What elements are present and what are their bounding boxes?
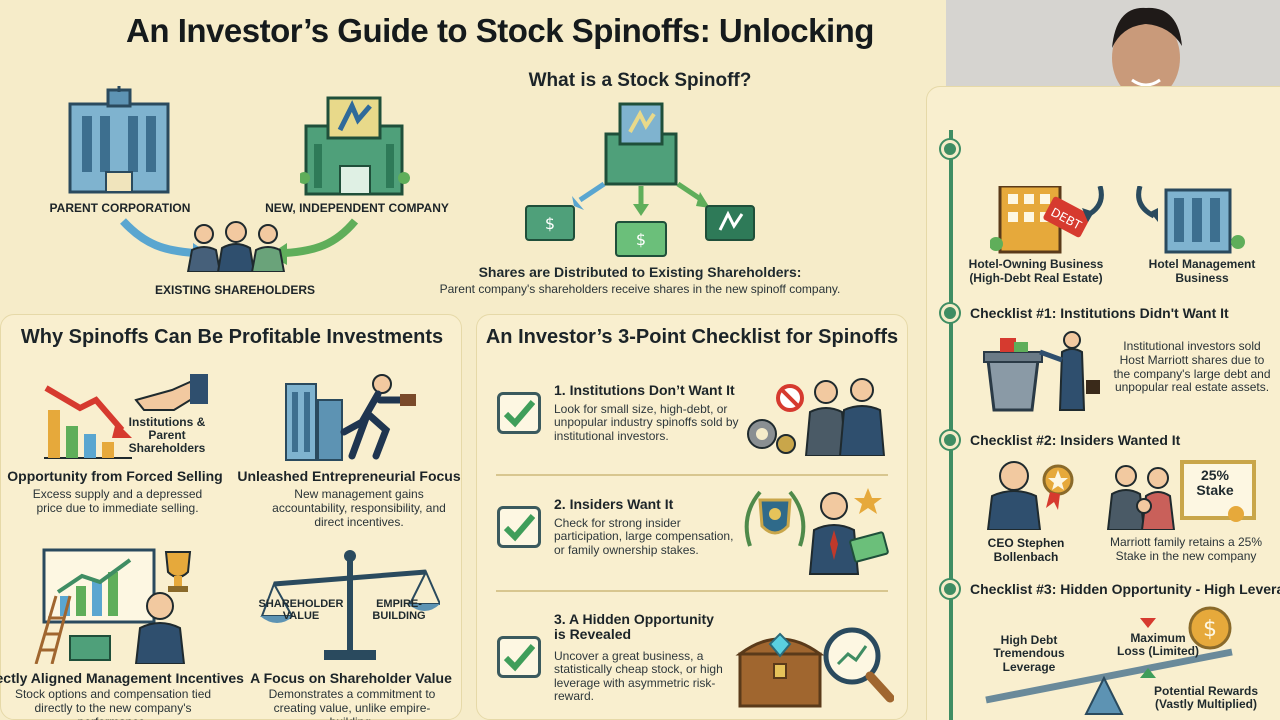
trash-bin-investor-icon [983, 331, 1100, 412]
why-item-3-title: Directly Aligned Management Incentives [0, 670, 244, 686]
case-check1-desc: Institutional investors sold Host Marrio… [1113, 339, 1271, 395]
svg-text:$: $ [1203, 617, 1217, 642]
checklist-divider [496, 590, 888, 592]
treasure-chest-icon [735, 627, 894, 708]
checkmark-icon [503, 514, 535, 542]
falling-chart-icon [44, 374, 208, 459]
why-item-1-title: Opportunity from Forced Selling [7, 468, 223, 484]
scale-left-label: SHAREHOLDER VALUE [258, 598, 344, 623]
checklist-item-1-desc: Look for small size, high-debt, or unpop… [554, 402, 739, 443]
timeline-dot [941, 140, 959, 158]
shares-desc: Parent company's shareholders receive sh… [439, 282, 841, 296]
family-desc: Marriott family retains a 25% Stake in t… [1109, 535, 1263, 563]
company-split-icon: DEBT [990, 186, 1245, 254]
shareholders-icon [186, 221, 286, 272]
checklist-item-2-title: 2. Insiders Want It [554, 496, 674, 512]
parent-corp-label: PARENT CORPORATION [49, 201, 191, 215]
checklist-item-1-title: 1. Institutions Don’t Want It [554, 382, 735, 398]
shares-heading: Shares are Distributed to Existing Share… [478, 264, 802, 280]
checklist-checkbox-1 [497, 392, 541, 434]
why-item-4-title: A Focus on Shareholder Value [250, 670, 452, 686]
checklist-checkbox-3 [497, 636, 541, 678]
insider-ownership-icon [744, 488, 889, 575]
marriott-family-icon [1106, 460, 1256, 530]
checklist-item-3-desc: Uncover a great business, a statisticall… [554, 649, 723, 704]
why-item-2-title: Unleashed Entrepreneurial Focus [237, 468, 461, 484]
parent-building-icon [68, 86, 170, 194]
leverage-seesaw-icon: $ [985, 606, 1233, 715]
checklist-divider [496, 474, 888, 476]
timeline-dot [941, 580, 959, 598]
institutions-label: Institutions & Parent Shareholders [128, 415, 206, 456]
page-title: An Investor’s Guide to Stock Spinoffs: U… [126, 12, 874, 49]
svg-text:$: $ [545, 214, 555, 233]
why-item-1-desc: Excess supply and a depressed price due … [32, 487, 203, 515]
hotel-owning-label: Hotel-Owning Business (High-Debt Real Es… [968, 257, 1104, 285]
balance-scale-icon [260, 550, 440, 660]
scale-right-label: EMPIRE-BUILDING [372, 598, 426, 623]
new-company-label: NEW, INDEPENDENT COMPANY [265, 201, 449, 215]
checklist-item-2-desc: Check for strong insider participation, … [554, 516, 734, 557]
why-heading: Why Spinoffs Can Be Profitable Investmen… [20, 326, 444, 348]
ceo-label: CEO Stephen Bollenbach [987, 536, 1065, 564]
spinoff-distribution-icon: $ $ [525, 102, 755, 257]
checklist-checkbox-2 [497, 506, 541, 548]
high-debt-label: High Debt Tremendous Leverage [993, 633, 1065, 674]
why-item-3-desc: Stock options and compensation tied dire… [14, 687, 212, 720]
case-check3-title: Checklist #3: Hidden Opportunity - High … [970, 581, 1280, 597]
max-loss-label: Maximum Loss (Limited) [1116, 631, 1199, 659]
entrepreneur-running-icon [285, 374, 416, 461]
potential-rewards-label: Potential Rewards (Vastly Multiplied) [1153, 684, 1259, 712]
hotel-mgmt-label: Hotel Management Business [1148, 257, 1256, 285]
why-item-2-desc: New management gains accountability, res… [272, 487, 446, 529]
institutional-investors-icon [747, 378, 886, 456]
timeline-dot [941, 431, 959, 449]
new-company-building-icon [300, 96, 410, 196]
case-check1-title: Checklist #1: Institutions Didn't Want I… [970, 305, 1229, 321]
stake-badge: 25% Stake [1196, 467, 1234, 498]
why-item-4-desc: Demonstrates a commitment to creating va… [268, 687, 436, 720]
incentives-chart-icon [34, 548, 192, 664]
timeline-line [949, 130, 953, 720]
case-check2-title: Checklist #2: Insiders Wanted It [970, 432, 1181, 448]
what-is-heading: What is a Stock Spinoff? [528, 70, 752, 91]
checkmark-icon [503, 400, 535, 428]
checklist-item-3-title: 3. A Hidden Opportunity is Revealed [554, 611, 714, 643]
shareholders-label: EXISTING SHAREHOLDERS [154, 283, 316, 297]
timeline-dot [941, 304, 959, 322]
svg-text:$: $ [636, 230, 646, 249]
checkmark-icon [503, 644, 535, 672]
ceo-icon [986, 461, 1074, 530]
checklist-heading: An Investor’s 3-Point Checklist for Spin… [485, 326, 899, 348]
